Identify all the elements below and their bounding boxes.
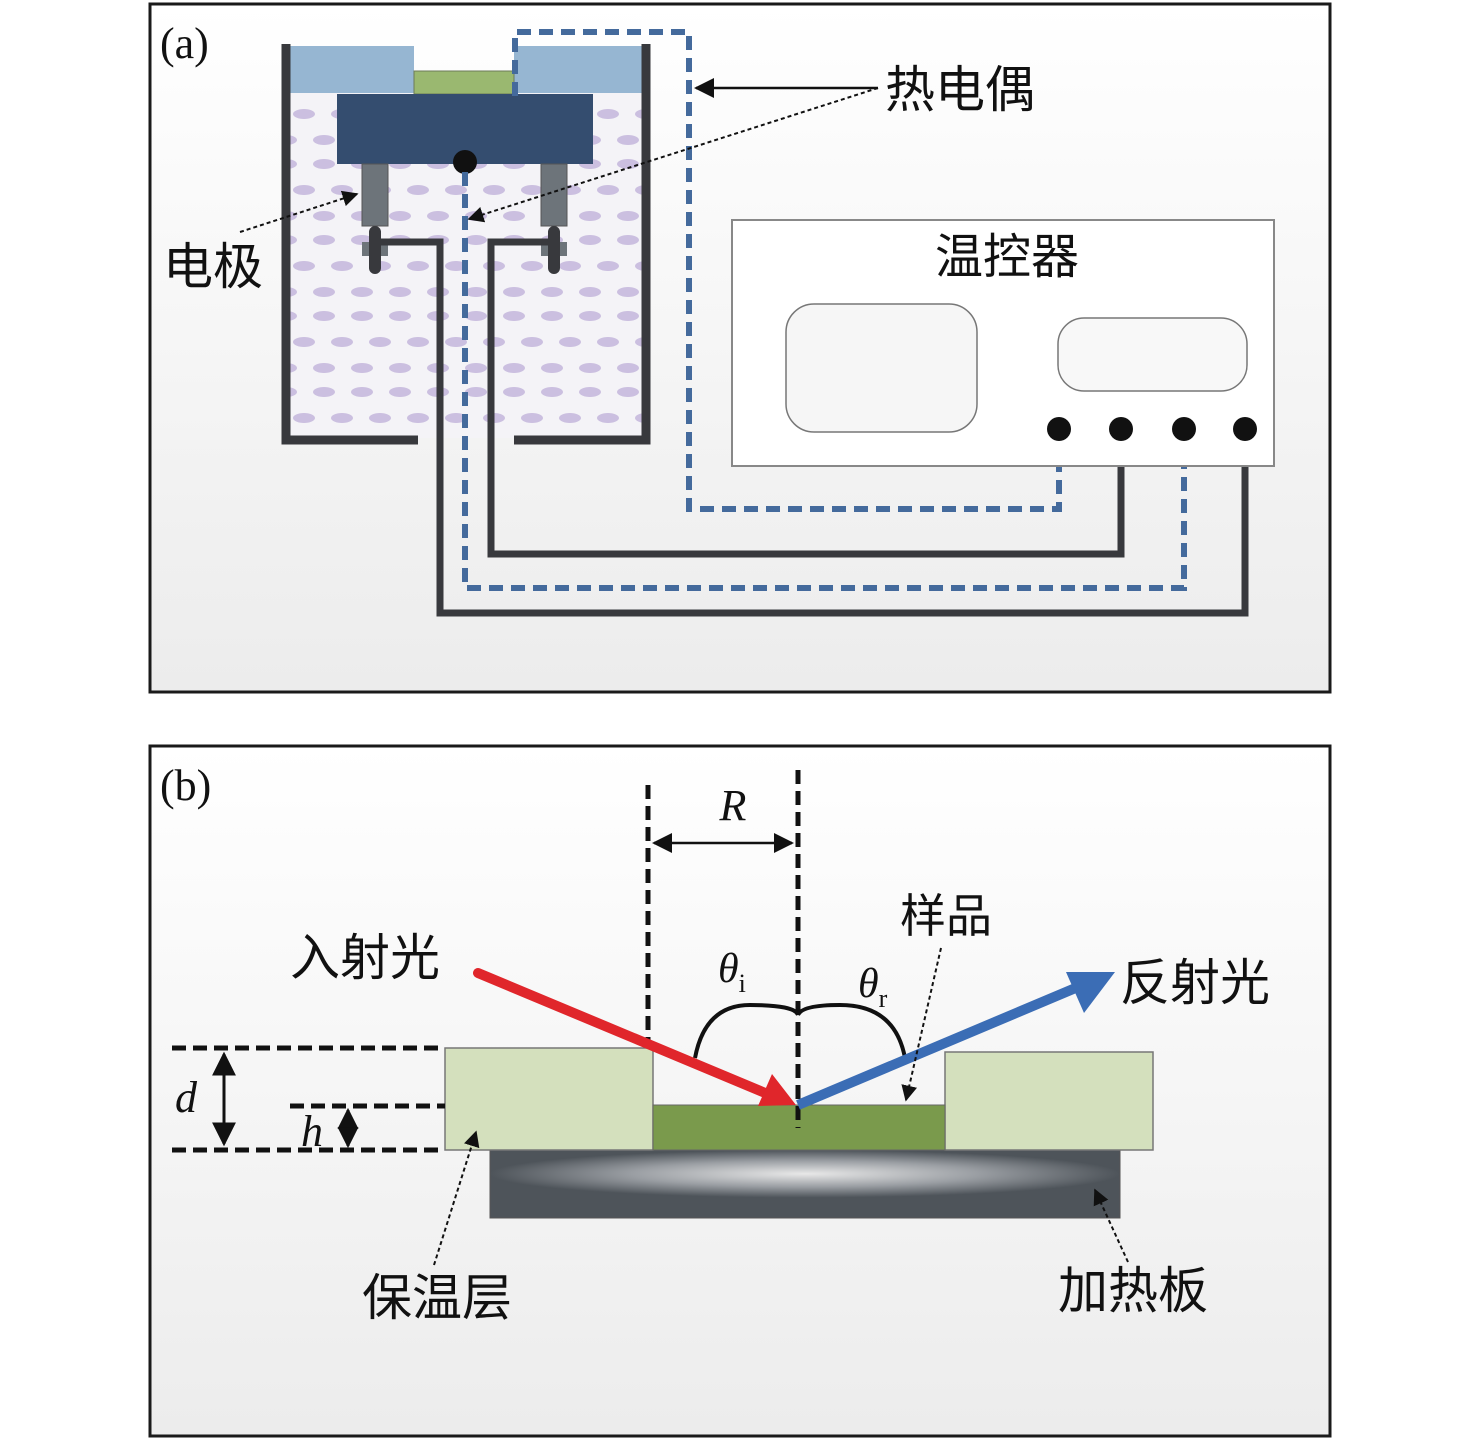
container-wall bbox=[281, 44, 651, 445]
thermocouple-wire-bath bbox=[462, 172, 1187, 591]
sample-label: 样品 bbox=[900, 889, 992, 943]
sample-a bbox=[413, 70, 515, 95]
thermocouple-label: 热电偶 bbox=[885, 61, 1035, 119]
thermocouple-wire-sample bbox=[512, 29, 1062, 512]
controller-display-1 bbox=[785, 303, 978, 433]
heater-label: 加热板 bbox=[1058, 1262, 1208, 1320]
electrode-left bbox=[361, 163, 389, 274]
incident-label: 入射光 bbox=[290, 929, 440, 987]
terminal-4 bbox=[1233, 417, 1257, 441]
thermocouple-pointer-2 bbox=[467, 87, 879, 223]
terminal-1 bbox=[1047, 417, 1071, 441]
insulation-left bbox=[287, 46, 414, 93]
panel-b-label: (b) bbox=[160, 761, 211, 810]
d-label: d bbox=[175, 1073, 198, 1122]
reflected-ray bbox=[796, 979, 1087, 1110]
radius-label: R bbox=[719, 781, 747, 830]
insulation-left-b bbox=[444, 1047, 654, 1151]
heater-plate bbox=[489, 1149, 1121, 1219]
controller-label: 温控器 bbox=[935, 229, 1079, 285]
reflected-angle-arc bbox=[796, 1002, 907, 1059]
thermocouple-bead bbox=[453, 150, 477, 174]
h-label: h bbox=[301, 1107, 323, 1156]
insulation-right-b bbox=[944, 1051, 1154, 1151]
controller-display-2 bbox=[1057, 317, 1248, 392]
insulation-label: 保温层 bbox=[362, 1269, 512, 1327]
panel-a-label: (a) bbox=[160, 19, 209, 68]
reflected-label: 反射光 bbox=[1120, 954, 1270, 1012]
sample-pointer bbox=[901, 947, 942, 1102]
panel-b: (b) R d h θi θr 入射光 反射光 bbox=[148, 744, 1332, 1438]
terminal-2 bbox=[1109, 417, 1133, 441]
incident-angle-arc bbox=[693, 1002, 800, 1059]
electrode-label: 电极 bbox=[163, 238, 263, 296]
heater-pointer bbox=[1093, 1188, 1129, 1263]
incident-arrowhead bbox=[758, 1074, 796, 1106]
insulation-pointer bbox=[433, 1130, 480, 1266]
panel-a: (a) 温控器 bbox=[148, 2, 1332, 694]
theta-i-label: θi bbox=[718, 946, 746, 998]
insulation-right bbox=[514, 46, 643, 93]
incident-ray bbox=[473, 968, 775, 1100]
theta-r-label: θr bbox=[858, 961, 888, 1013]
wire-electrode-right bbox=[487, 238, 1125, 558]
reflected-arrowhead bbox=[1066, 972, 1115, 1013]
terminal-3 bbox=[1172, 417, 1196, 441]
wire-electrode-left bbox=[381, 238, 1249, 617]
